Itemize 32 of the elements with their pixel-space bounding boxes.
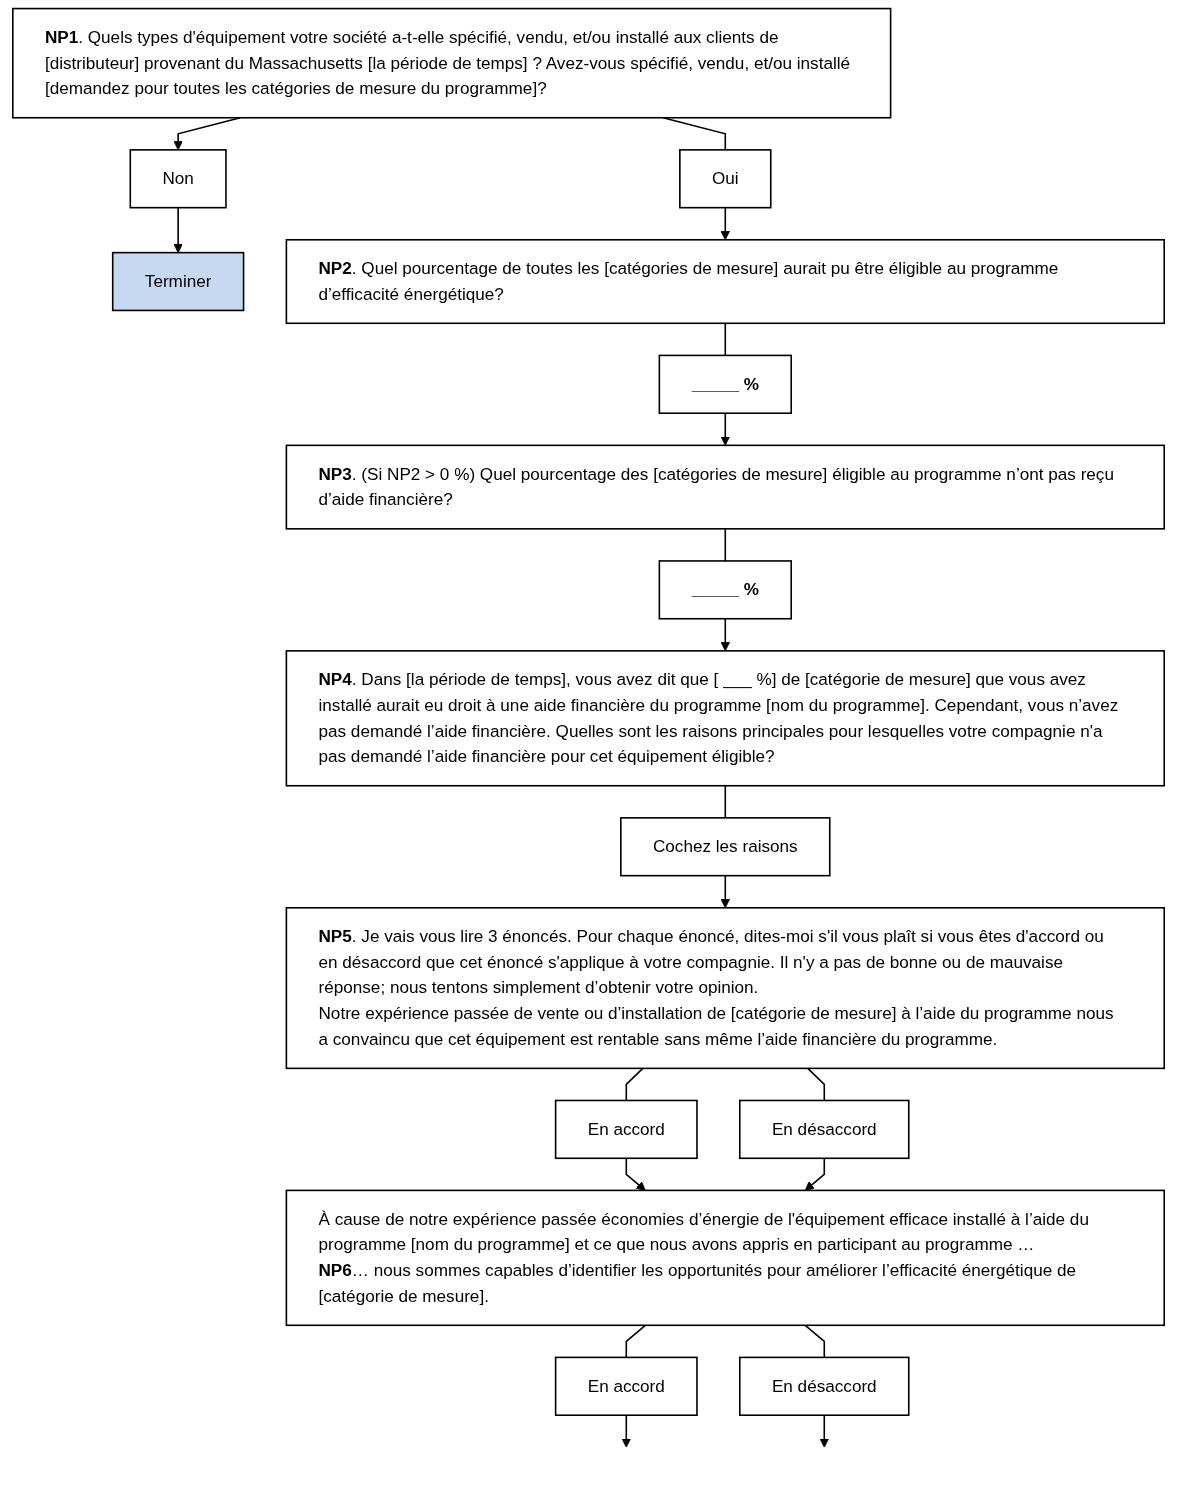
arrow bbox=[625, 1157, 646, 1191]
connector bbox=[724, 528, 727, 562]
node-box: Cochez les raisons bbox=[620, 817, 831, 877]
connector bbox=[625, 1067, 644, 1102]
arrow bbox=[621, 1414, 631, 1448]
connector bbox=[724, 784, 727, 819]
node-box: NP1. Quels types d'équipement votre société a-t-elle spécifié, vendu, et/ou installé aux clients de [distributeur] provenant du Massachusetts [la période de temps] ? Avez-vous spécifié, vendu, et/ou installé [demandez pour toutes les catégories de mesure du programme]? bbox=[12, 7, 892, 119]
node-box: NP3. (Si NP2 > 0 %) Quel pourcentage des [catégories de mesure] éligible au programme n’ont pas reçu d’aide financière? bbox=[285, 444, 1165, 530]
node-box: _____ % bbox=[658, 354, 793, 414]
connector bbox=[724, 322, 727, 357]
node-box: En désaccord bbox=[739, 1099, 910, 1160]
connector bbox=[804, 1324, 826, 1359]
connector bbox=[806, 1067, 826, 1102]
arrow bbox=[173, 206, 183, 254]
arrow bbox=[804, 1157, 826, 1191]
node-box: En accord bbox=[554, 1099, 698, 1160]
node-box: En désaccord bbox=[739, 1356, 910, 1416]
arrow bbox=[720, 206, 730, 241]
node-box: NP2. Quel pourcentage de toutes les [catégories de mesure] aurait pu être éligible au programme d’efficacité énergétique? bbox=[285, 239, 1165, 325]
node-box: En accord bbox=[554, 1356, 698, 1416]
arrow bbox=[819, 1414, 829, 1448]
node-box: _____ % bbox=[658, 560, 793, 620]
arrow bbox=[720, 617, 730, 652]
node-box: NP4. Dans [la période de temps], vous avez dit que [ ___ %] de [catégorie de mesure] que vous avez installé aurait eu droit à une aide financière du programme [nom du programme]. Cependant, vous n’avez pas demandé l’aide financière. Quelles sont les raisons principales pour lesquelles votre compagnie n'a pas demandé l’aide financière pour cet équipement éligible? bbox=[285, 650, 1165, 787]
connector bbox=[625, 1324, 647, 1359]
arrow bbox=[720, 874, 730, 909]
arrow bbox=[720, 412, 730, 446]
node-box: Oui bbox=[679, 149, 772, 209]
node-box: Non bbox=[129, 149, 227, 209]
node-box: À cause de notre expérience passée économies d’énergie de l'équipement efficace installé à l’aide du programme [nom du programme] et ce que nous avons appris en participant au programme … NP6… nous sommes capables d’identifier les opportunités pour améliorer l’efficacité énergétique de [catégorie de mesure]. bbox=[285, 1189, 1165, 1327]
node-box: Terminer bbox=[111, 251, 245, 312]
node-box: NP5. Je vais vous lire 3 énoncés. Pour chaque énoncé, dites-moi s'il vous plaît si vous êtes d'accord ou en désaccord que cet énoncé s'applique à votre compagnie. Il n'y a pas de bonne ou de mauvaise réponse; nous tentons simplement d’obtenir votre opinion. Notre expérience passée de vente ou d’installation de [catégorie de mesure] à l’aide du programme nous a convaincu que cet équipement est rentable sans même l’aide financière du programme. bbox=[285, 907, 1165, 1070]
